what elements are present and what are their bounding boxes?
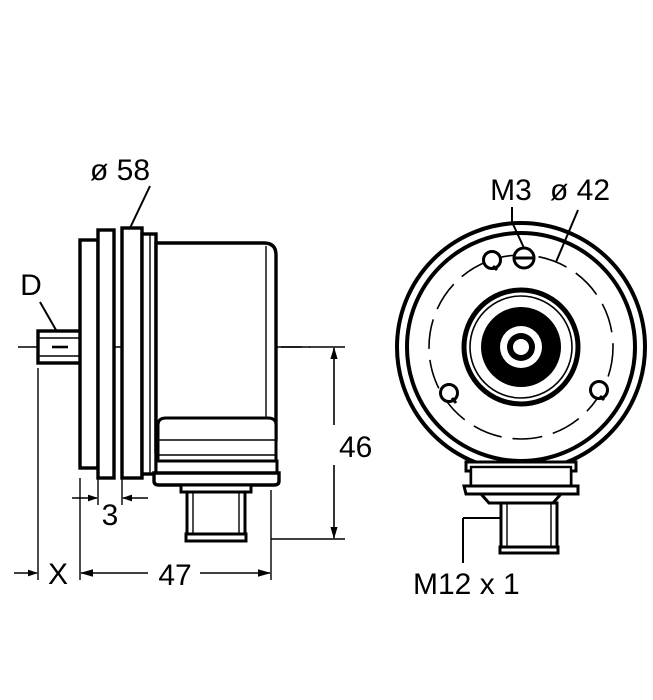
mounting-hole-bottom-left: [439, 383, 459, 403]
leader-thread-hole: [511, 207, 525, 249]
leader-shaft: [39, 301, 57, 331]
mounting-hole-top-left: [482, 250, 502, 270]
label-flange-diameter: ø 58: [90, 154, 150, 187]
label-bolt-circle: ø 42: [550, 174, 610, 207]
front-connector-collar: [462, 460, 580, 505]
front-connector-plug: [498, 501, 560, 555]
label-flange-thickness: 3: [102, 499, 119, 532]
side-view: ø 58 D 3 X: [14, 154, 372, 592]
label-body-height: 46: [339, 431, 372, 464]
label-x-offset: X: [48, 558, 68, 591]
leader-connector-thread: [462, 517, 501, 563]
dimension-body-length: [79, 478, 272, 580]
spacer-ring: [140, 232, 158, 476]
dimension-body-height: [271, 346, 345, 540]
disc-second: [120, 226, 144, 480]
label-connector-thread: M12 x 1: [413, 568, 520, 601]
mounting-holes: [439, 246, 609, 404]
label-shaft: D: [20, 269, 42, 302]
mounting-hole-bottom-right: [589, 380, 609, 400]
disc-first: [96, 228, 116, 480]
connector-plug: [179, 483, 253, 543]
dimension-flange-thickness: [72, 478, 148, 505]
connector-collar: [152, 416, 281, 487]
label-body-length: 47: [158, 559, 191, 592]
shaft-bore: [513, 339, 529, 355]
front-view: M3 ø 42 M12 x 1: [395, 174, 647, 601]
flange-plate-rear: [78, 238, 100, 470]
shaft: [36, 329, 84, 365]
label-thread-hole: M3: [490, 174, 532, 207]
leader-flange-diameter: [129, 185, 151, 229]
dimension-x-offset: [14, 368, 39, 580]
leader-bolt-circle: [555, 209, 579, 263]
